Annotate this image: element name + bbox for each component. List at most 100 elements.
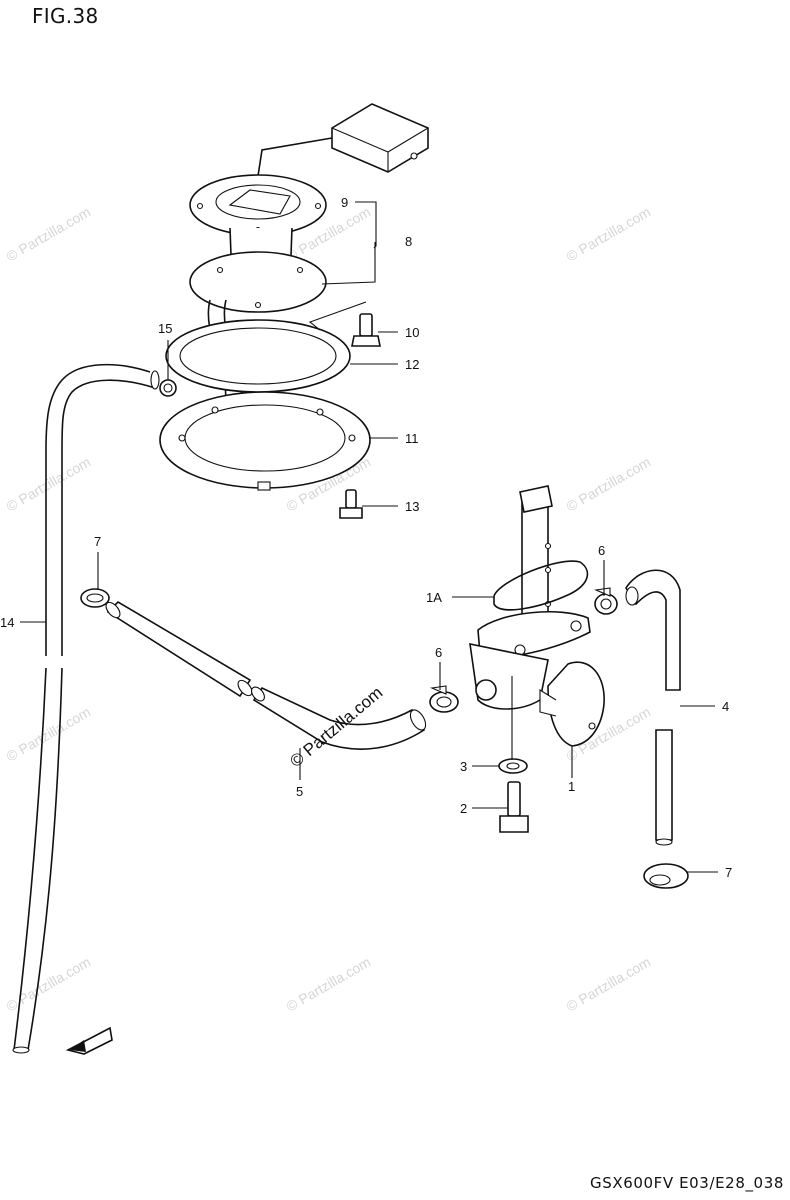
gasket-inner	[179, 327, 337, 385]
callout-1a: 1A	[426, 590, 442, 605]
clamp-tab	[429, 685, 447, 695]
bolt-hole	[296, 266, 304, 274]
clamp-tab	[593, 587, 611, 597]
bolt-head	[351, 335, 381, 347]
bolt-hole	[196, 202, 204, 210]
hose-end	[105, 601, 121, 619]
callout-5: 5	[296, 784, 303, 799]
bolt-hole	[211, 406, 219, 414]
diagram-code: GSX600FV E03/E28_038	[589, 1174, 784, 1192]
o-ring-1a	[493, 560, 589, 611]
gasket-12	[165, 319, 351, 393]
clamp-6-lower	[429, 685, 459, 713]
fuel-pump-assembly	[189, 103, 429, 441]
hose-end	[251, 686, 265, 702]
clamp-inner	[600, 598, 612, 610]
clamp-15	[159, 379, 177, 397]
front-direction-arrow	[65, 1026, 113, 1055]
strainer-hole	[544, 566, 552, 574]
watermark-text: © Partzilla.com	[4, 954, 94, 1015]
bolt-hole	[178, 434, 186, 442]
hose-4-upper	[625, 569, 681, 691]
pump-top-bracket	[228, 189, 291, 215]
leader-line	[308, 301, 367, 331]
callout-labels: 9 8 10 15 12 11 13 7 6 1A 14 6 4 3 1 5 2…	[0, 195, 732, 880]
bolt-hole	[348, 434, 356, 442]
callout-9: 9	[341, 195, 348, 210]
hose-upper-right-wall	[61, 379, 156, 656]
arrow-head	[70, 1040, 86, 1052]
leader-8	[321, 242, 376, 285]
watermark-text: © Partzilla.com	[284, 954, 374, 1015]
strainer-hole	[544, 542, 552, 550]
washer-3	[498, 758, 528, 774]
pump-lower-plate	[189, 251, 327, 313]
watermark-text: © Partzilla.com	[564, 954, 654, 1015]
callout-6-upper: 6	[598, 543, 605, 558]
lever-screw	[588, 722, 596, 730]
valve-hole	[570, 620, 582, 632]
clamp-inner	[436, 696, 452, 708]
callout-6-lower: 6	[435, 645, 442, 660]
callout-7-upper: 7	[94, 534, 101, 549]
figure-title: FIG.38	[32, 4, 99, 28]
fuel-hose-5	[105, 600, 427, 750]
screw-13	[339, 489, 363, 519]
hose-end	[12, 1046, 30, 1054]
screw-shank	[345, 489, 357, 509]
bolt-hole	[216, 266, 224, 274]
watermark-text: © Partzilla.com	[4, 704, 94, 765]
fuel-valve-assembly-1	[469, 485, 605, 747]
bolt-2	[499, 781, 529, 833]
callout-12: 12	[405, 357, 419, 372]
clamp-inner	[163, 383, 173, 393]
hose-4	[625, 569, 681, 846]
callout-7-lower: 7	[725, 865, 732, 880]
hose-segment-upper	[106, 600, 252, 698]
bolt-head	[499, 815, 529, 833]
callout-2: 2	[460, 801, 467, 816]
watermark-text: © Partzilla.com	[564, 454, 654, 515]
bolt-hole	[254, 301, 262, 309]
bolt-hole	[314, 202, 322, 210]
callout-13: 13	[405, 499, 419, 514]
bolt-10	[308, 301, 381, 347]
valve-outlet	[475, 679, 497, 701]
screw-head	[339, 507, 363, 519]
hose-upper-left-wall	[45, 363, 151, 656]
hose-end	[150, 370, 160, 390]
clamp-7-upper	[80, 588, 110, 608]
watermark-layer: © Partzilla.com © Partzilla.com © Partzi…	[4, 204, 654, 1015]
breather-hose-14	[12, 363, 160, 1054]
mounting-ring-11	[159, 391, 371, 491]
ring-tab	[257, 481, 271, 491]
hose-end	[409, 709, 427, 731]
callout-11: 11	[405, 431, 419, 446]
callout-4: 4	[722, 699, 729, 714]
clamp-inner	[86, 593, 104, 603]
strainer-cap	[519, 485, 553, 513]
watermark-text: © Partzilla.com	[4, 454, 94, 515]
clamp-inner	[649, 874, 671, 886]
hose-end	[237, 679, 253, 697]
hose-lower-left-wall	[13, 667, 47, 1051]
clamp-6-upper	[593, 587, 618, 615]
leader-lines	[20, 201, 718, 873]
hose-end	[655, 838, 673, 846]
callout-1: 1	[568, 779, 575, 794]
bolt-shank	[359, 313, 373, 337]
washer-inner	[506, 762, 520, 770]
hose-end	[625, 586, 639, 606]
hose-4-lower	[655, 729, 673, 841]
bolt-shank	[507, 781, 521, 817]
callout-15: 15	[158, 321, 172, 336]
connector-pin	[410, 152, 418, 160]
valve-lever-stem	[539, 689, 557, 717]
callout-3: 3	[460, 759, 467, 774]
bolt-hole	[316, 408, 324, 416]
callout-10: 10	[405, 325, 419, 340]
watermark-text: © Partzilla.com	[564, 204, 654, 265]
callout-8: 8	[405, 234, 412, 249]
clamp-7-lower	[643, 863, 689, 889]
